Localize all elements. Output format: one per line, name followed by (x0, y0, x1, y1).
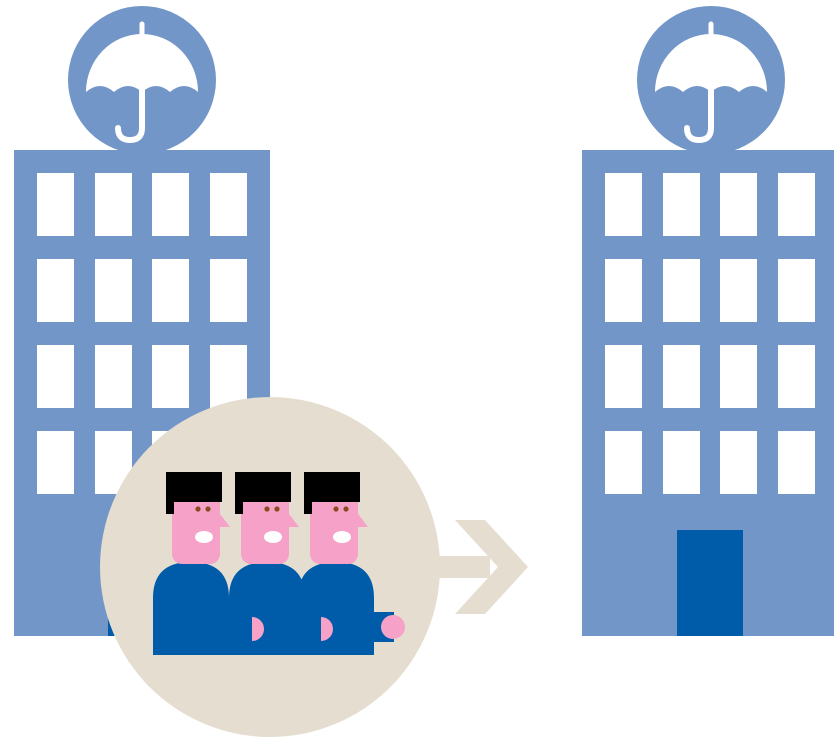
right-building-door (677, 530, 743, 636)
umbrella-icon (655, 21, 767, 144)
right-umbrella-sign (637, 6, 785, 154)
left-building (14, 6, 270, 636)
person-3-head (304, 472, 368, 564)
person-2-head (235, 472, 299, 564)
umbrella-icon (86, 21, 198, 144)
arrow-right-icon (430, 520, 528, 614)
person-3 (298, 472, 405, 655)
left-umbrella-sign (68, 6, 216, 154)
person-1 (153, 472, 264, 655)
group-of-three-people-icon (153, 472, 405, 655)
person-2 (229, 472, 333, 655)
right-building (582, 6, 834, 636)
right-window-grid (605, 173, 815, 494)
person-1-head (166, 472, 230, 564)
